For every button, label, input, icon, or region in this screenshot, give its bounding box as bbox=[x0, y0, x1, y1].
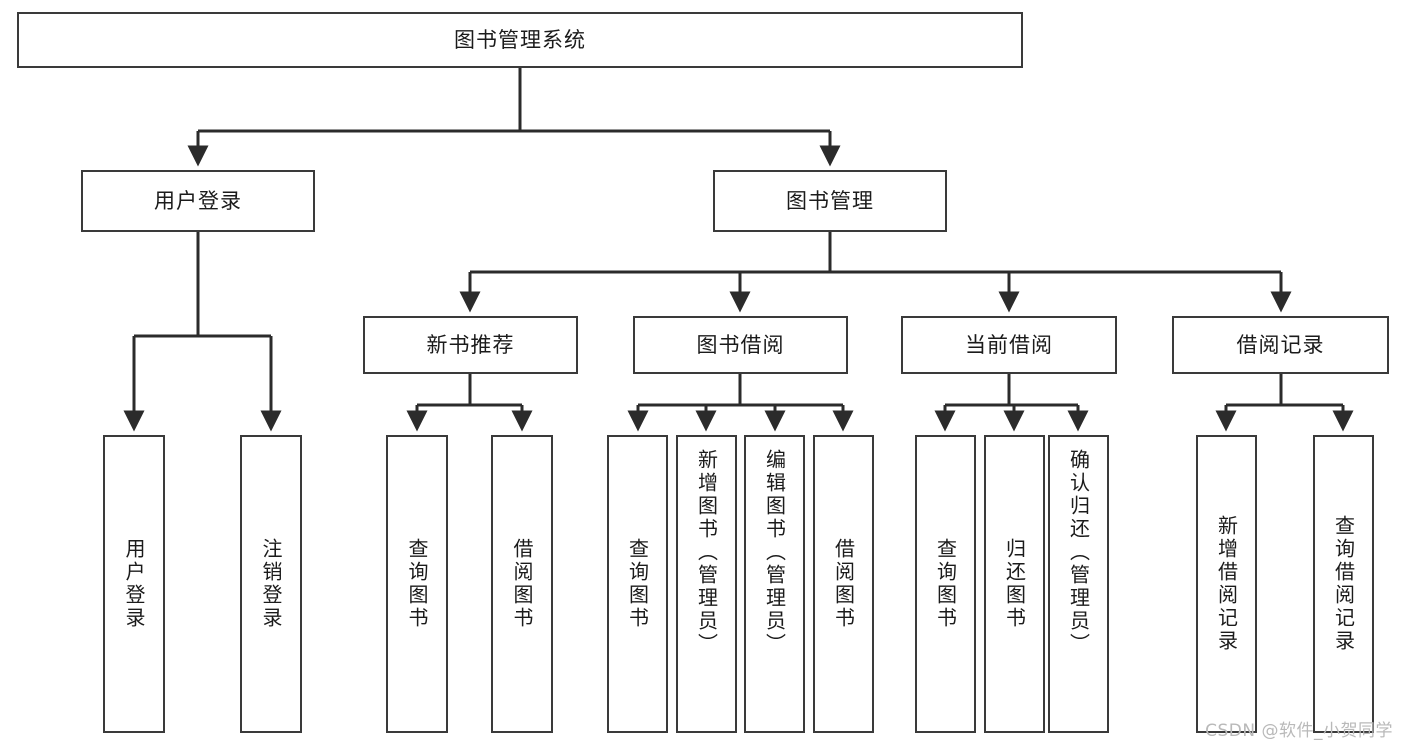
node-leaf-label: 新增借阅记录 bbox=[1214, 515, 1239, 653]
node-leaf-label: 查询借阅记录 bbox=[1331, 515, 1356, 653]
node-leaf-new-book-borrow[interactable]: 借阅图书 bbox=[491, 435, 553, 733]
node-leaf-current-borrow-query[interactable]: 查询图书 bbox=[915, 435, 976, 733]
node-root-label: 图书管理系统 bbox=[454, 27, 586, 52]
node-book-manage[interactable]: 图书管理 bbox=[713, 170, 947, 232]
node-book-manage-label: 图书管理 bbox=[786, 188, 874, 213]
node-leaf-label: 注销登录 bbox=[259, 538, 283, 630]
node-leaf-label: 查询图书 bbox=[405, 538, 429, 630]
node-leaf-current-borrow-confirm[interactable]: 确认归还（管理员） bbox=[1048, 435, 1109, 733]
node-leaf-user-login-login[interactable]: 用户登录 bbox=[103, 435, 165, 733]
node-leaf-label: 查询图书 bbox=[933, 538, 958, 630]
node-book-borrow-label: 图书借阅 bbox=[696, 332, 785, 357]
node-leaf-borrow-record-add[interactable]: 新增借阅记录 bbox=[1196, 435, 1257, 733]
node-leaf-book-borrow-query[interactable]: 查询图书 bbox=[607, 435, 668, 733]
node-leaf-book-borrow-borrow[interactable]: 借阅图书 bbox=[813, 435, 874, 733]
node-current-borrow[interactable]: 当前借阅 bbox=[901, 316, 1117, 374]
node-leaf-label: 借阅图书 bbox=[831, 538, 856, 630]
node-leaf-label: 查询图书 bbox=[625, 538, 650, 630]
node-new-book-recommend[interactable]: 新书推荐 bbox=[363, 316, 578, 374]
node-leaf-label: 归还图书 bbox=[1002, 538, 1027, 630]
node-new-book-recommend-label: 新书推荐 bbox=[426, 332, 515, 357]
node-root[interactable]: 图书管理系统 bbox=[17, 12, 1023, 68]
node-leaf-label: 借阅图书 bbox=[510, 538, 534, 630]
node-borrow-record-label: 借阅记录 bbox=[1236, 332, 1325, 357]
node-leaf-book-borrow-add[interactable]: 新增图书（管理员） bbox=[676, 435, 737, 733]
node-current-borrow-label: 当前借阅 bbox=[965, 332, 1053, 357]
node-leaf-new-book-query[interactable]: 查询图书 bbox=[386, 435, 448, 733]
node-leaf-label: 确认归还（管理员） bbox=[1066, 449, 1091, 656]
node-book-borrow[interactable]: 图书借阅 bbox=[633, 316, 848, 374]
node-user-login-label: 用户登录 bbox=[154, 188, 242, 213]
node-leaf-label: 编辑图书（管理员） bbox=[762, 449, 787, 656]
node-user-login[interactable]: 用户登录 bbox=[81, 170, 315, 232]
node-leaf-book-borrow-edit[interactable]: 编辑图书（管理员） bbox=[744, 435, 805, 733]
node-leaf-user-login-logout[interactable]: 注销登录 bbox=[240, 435, 302, 733]
node-leaf-current-borrow-return[interactable]: 归还图书 bbox=[984, 435, 1045, 733]
node-leaf-borrow-record-query[interactable]: 查询借阅记录 bbox=[1313, 435, 1374, 733]
watermark: CSDN @软件_小贺同学 bbox=[1205, 721, 1393, 741]
node-borrow-record[interactable]: 借阅记录 bbox=[1172, 316, 1389, 374]
node-leaf-label: 新增图书（管理员） bbox=[694, 449, 719, 656]
node-leaf-label: 用户登录 bbox=[122, 538, 146, 630]
